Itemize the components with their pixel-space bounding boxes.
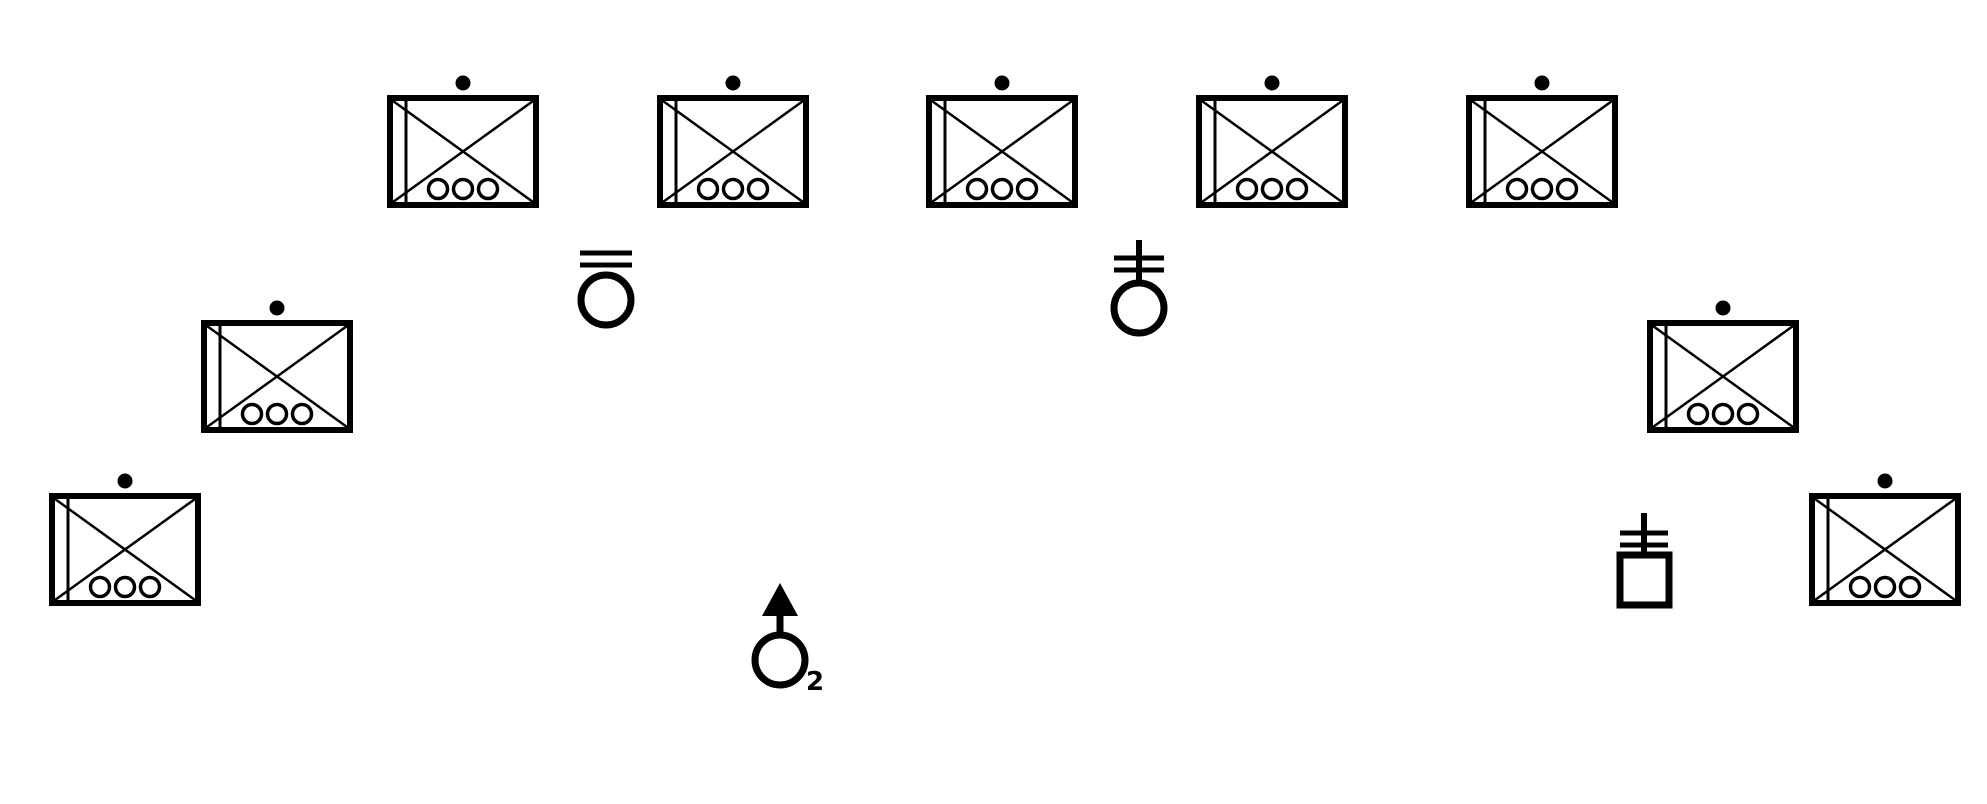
unit-squad-9 bbox=[1812, 474, 1958, 604]
circle-arrow-marker: 2 bbox=[751, 583, 824, 697]
circle-double-bar-marker bbox=[577, 250, 635, 329]
circle-cross-marker bbox=[1110, 240, 1168, 337]
unit-squad-5 bbox=[929, 76, 1075, 206]
square-cross-marker bbox=[1616, 513, 1673, 609]
unit-squad-1 bbox=[52, 474, 198, 604]
marker-subscript: 2 bbox=[806, 667, 824, 697]
unit-squad-6 bbox=[1199, 76, 1345, 206]
unit-squad-4 bbox=[660, 76, 806, 206]
unit-squad-8 bbox=[1650, 301, 1796, 431]
unit-squads bbox=[52, 76, 1958, 604]
unit-squad-2 bbox=[204, 301, 350, 431]
unit-squad-3 bbox=[390, 76, 536, 206]
unit-squad-7 bbox=[1469, 76, 1615, 206]
